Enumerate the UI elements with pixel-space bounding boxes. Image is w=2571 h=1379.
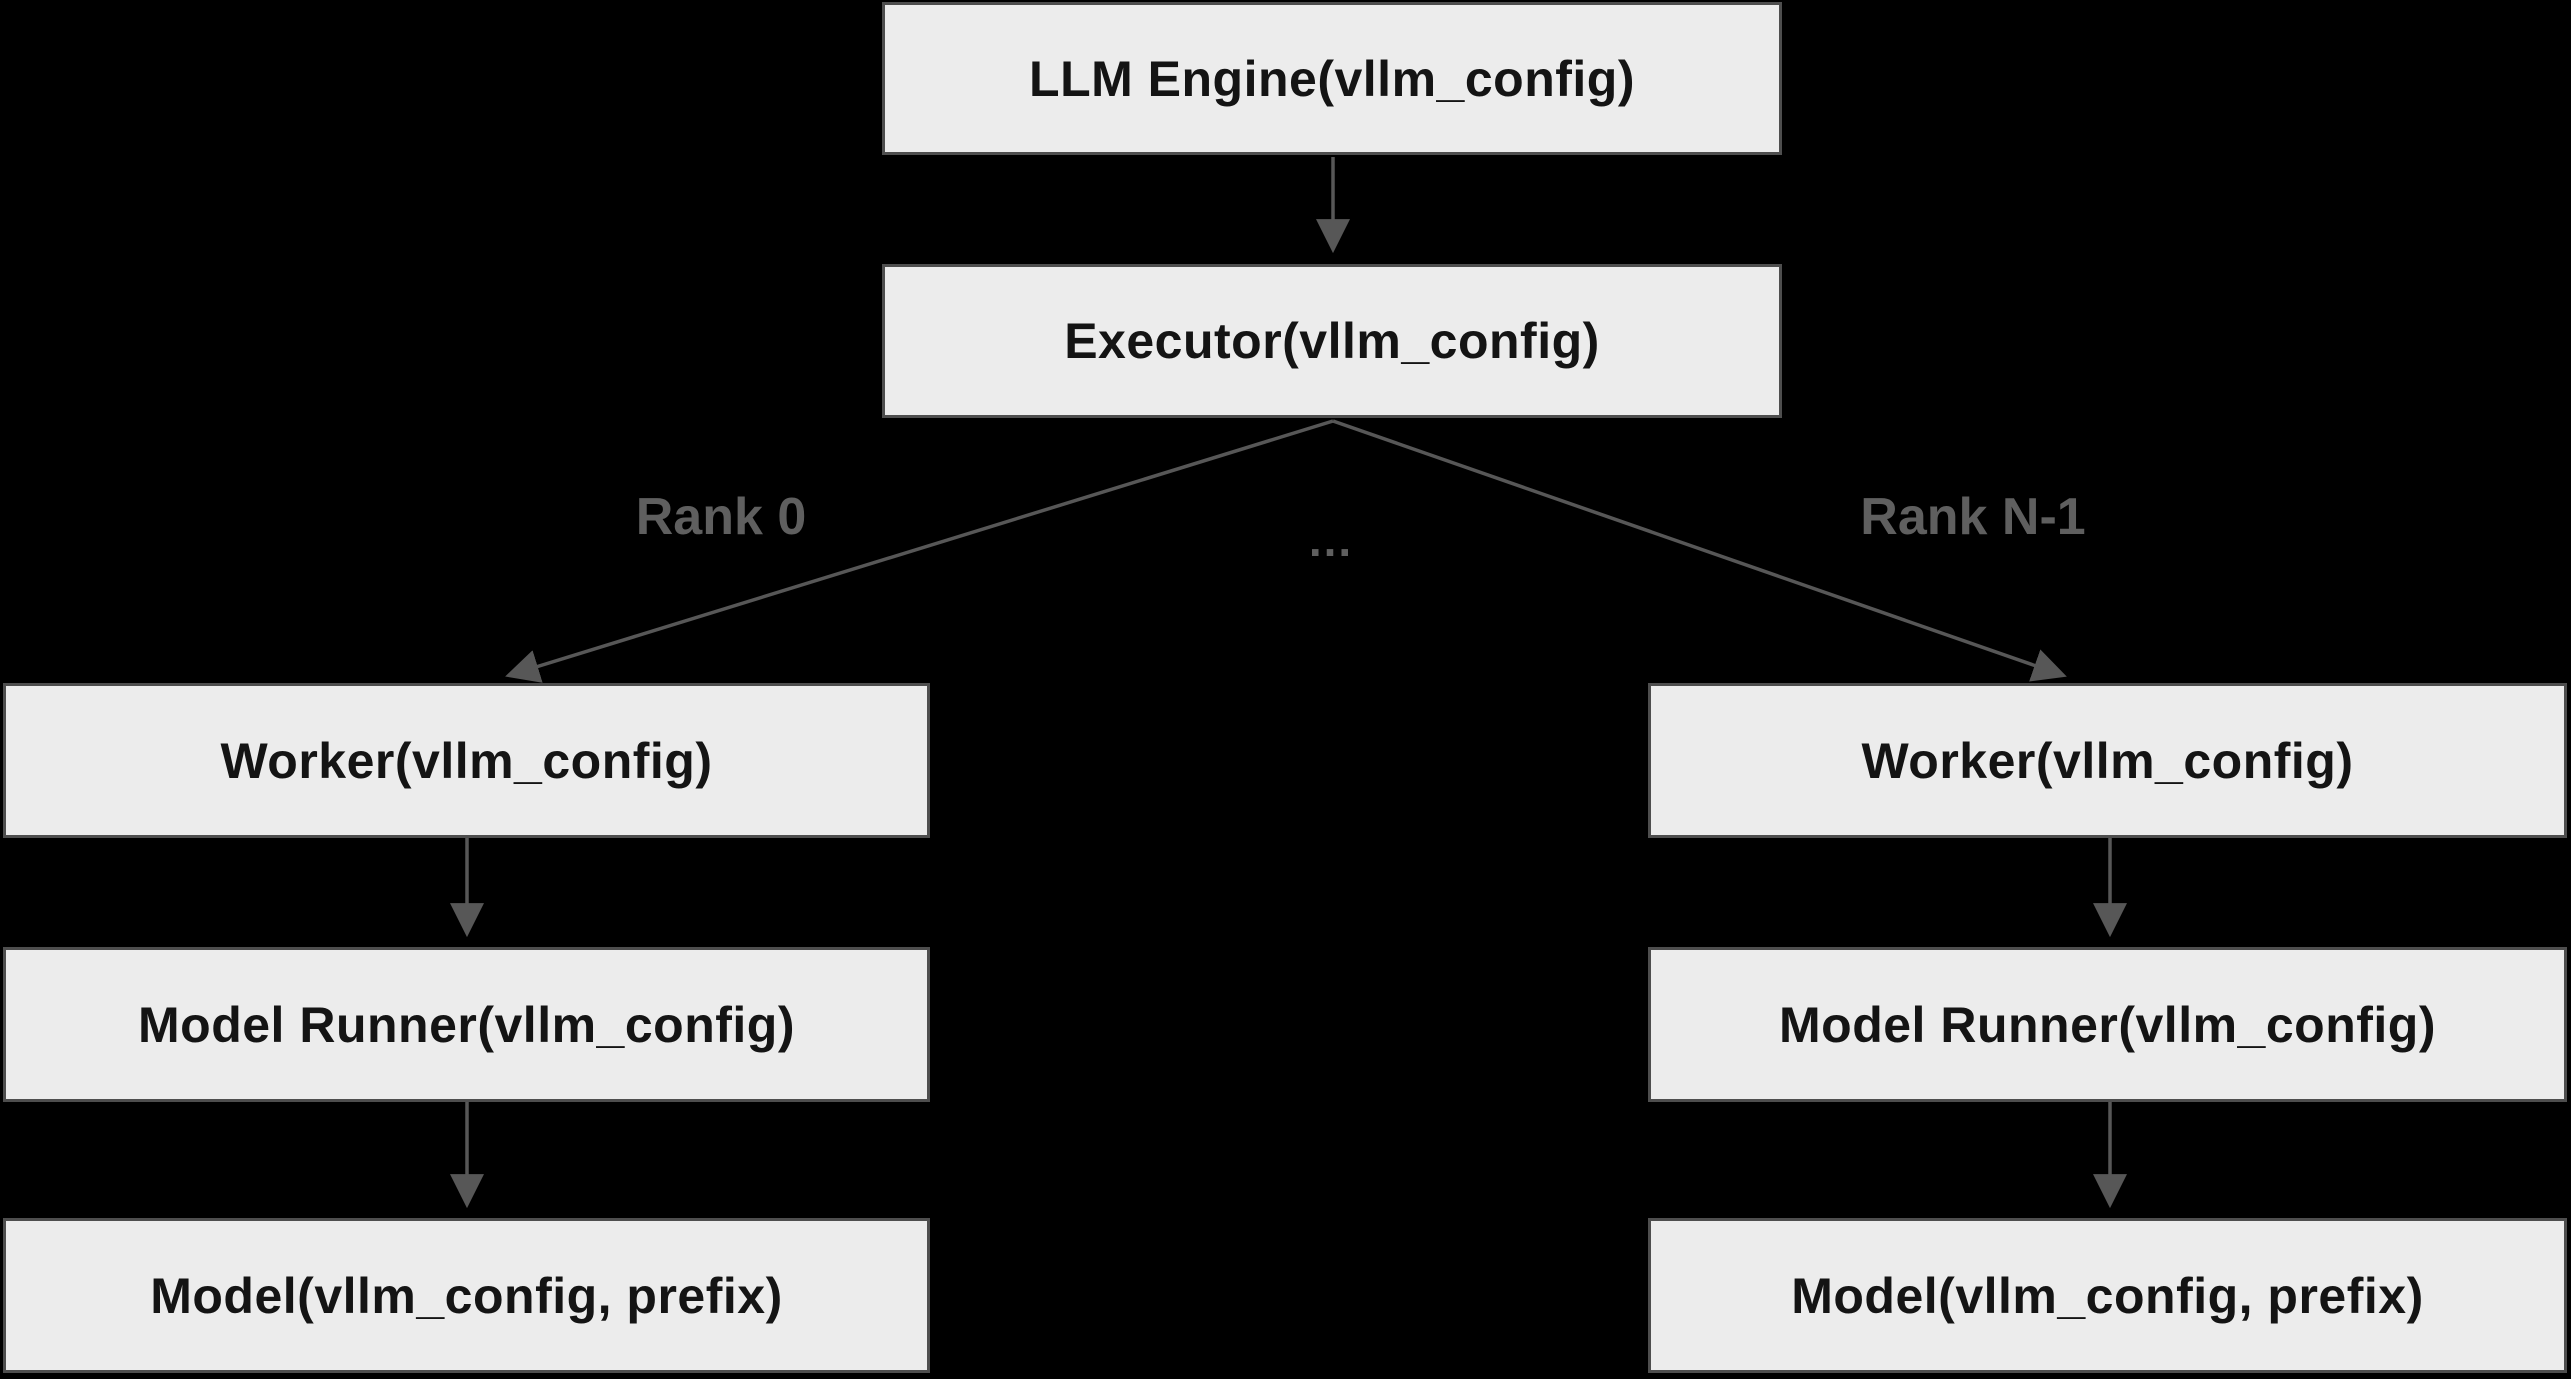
node-worker-rankn: Worker(vllm_config) <box>1648 683 2567 838</box>
node-model-runner-rankn-label: Model Runner(vllm_config) <box>1779 996 2436 1053</box>
node-executor-label: Executor(vllm_config) <box>1064 313 1600 369</box>
node-model-rank0-label: Model(vllm_config, prefix) <box>150 1267 783 1324</box>
edge-executor-to-worker-rankn <box>1332 419 2067 682</box>
node-worker-rankn-label: Worker(vllm_config) <box>1861 732 2354 789</box>
edge-label-rank-n-1: Rank N-1 <box>1860 488 2086 546</box>
edge-executor-to-worker-rank0 <box>505 419 1334 683</box>
edge-label-ellipsis: ... <box>1308 514 1354 566</box>
node-llm-engine-label: LLM Engine(vllm_config) <box>1029 50 1635 107</box>
node-model-rankn: Model(vllm_config, prefix) <box>1648 1218 2567 1373</box>
node-worker-rank0: Worker(vllm_config) <box>3 683 930 838</box>
node-model-runner-rank0: Model Runner(vllm_config) <box>3 947 930 1102</box>
node-model-rank0: Model(vllm_config, prefix) <box>3 1218 930 1373</box>
edge-label-rank-0: Rank 0 <box>635 488 807 546</box>
node-model-rankn-label: Model(vllm_config, prefix) <box>1791 1267 2424 1324</box>
node-model-runner-rankn: Model Runner(vllm_config) <box>1648 947 2567 1102</box>
node-executor: Executor(vllm_config) <box>882 264 1782 418</box>
node-model-runner-rank0-label: Model Runner(vllm_config) <box>138 996 795 1053</box>
node-llm-engine: LLM Engine(vllm_config) <box>882 2 1782 155</box>
node-worker-rank0-label: Worker(vllm_config) <box>220 732 713 789</box>
